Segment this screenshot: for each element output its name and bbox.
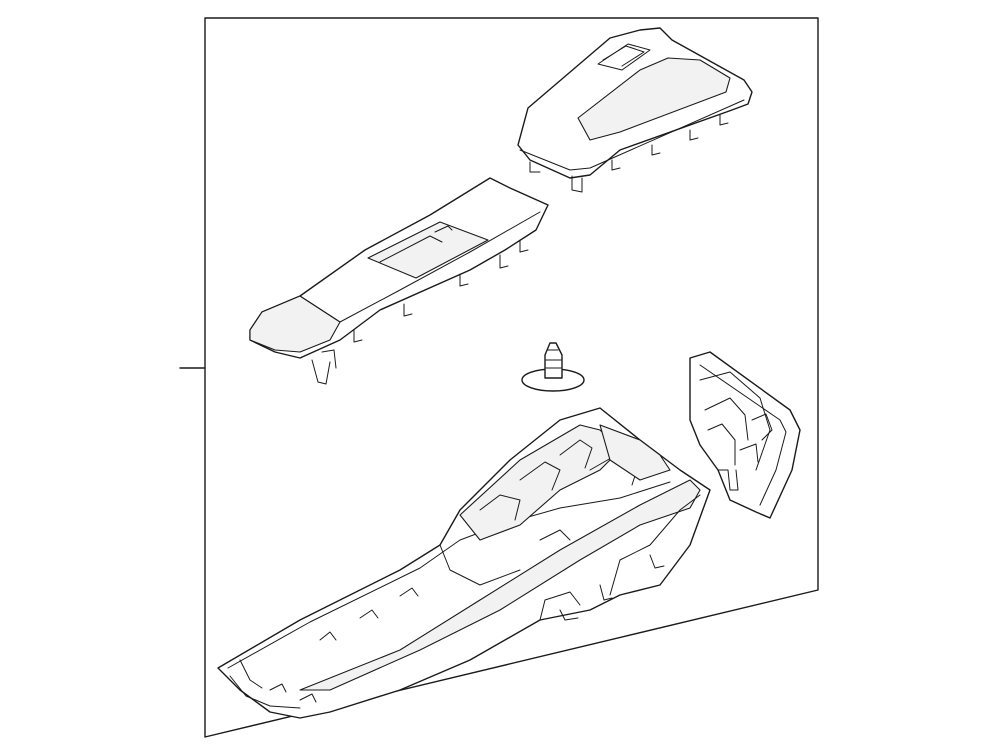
push-pin-clip[interactable] xyxy=(521,342,585,392)
shift-bezel-trim[interactable] xyxy=(517,27,753,193)
center-console-base[interactable] xyxy=(217,407,711,719)
console-top-panel[interactable] xyxy=(249,177,549,385)
assembly-frame xyxy=(179,17,819,738)
side-end-cover[interactable] xyxy=(689,351,801,519)
